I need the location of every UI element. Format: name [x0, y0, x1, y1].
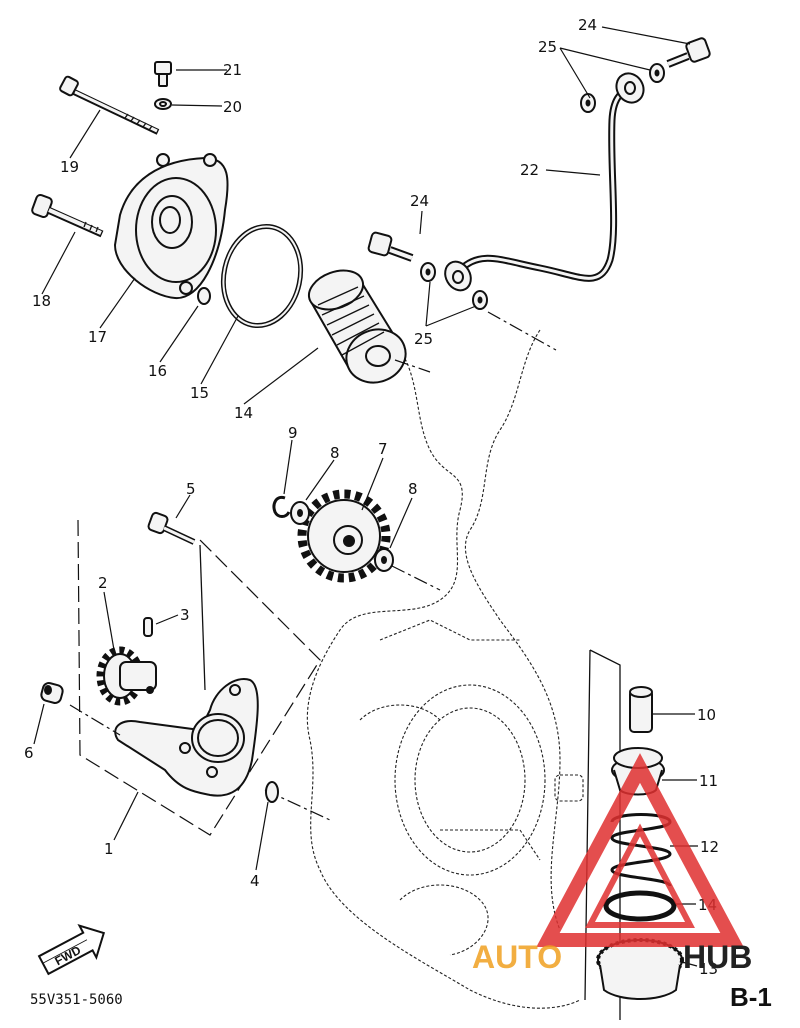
oil-filter-element	[307, 269, 431, 384]
callout-6: 6	[24, 744, 34, 762]
callout-5: 5	[186, 480, 196, 498]
bleed-bolt	[154, 61, 172, 87]
bolt-short	[31, 193, 104, 238]
relief-valve-pin	[629, 686, 653, 733]
circlip	[272, 495, 291, 518]
callout-1: 1	[104, 840, 114, 858]
watermark-text: AUTO HUB	[472, 939, 752, 975]
callout-2: 2	[98, 574, 108, 592]
pump-o-ring	[265, 781, 279, 803]
callout-23: 22	[520, 161, 539, 179]
callout-8: 8	[330, 444, 340, 462]
oil-delivery-pipe	[444, 72, 645, 292]
pump-bushing	[40, 682, 64, 704]
watermark-part1: AUTO	[472, 939, 562, 975]
relief-valve-plug	[596, 938, 684, 1000]
o-ring-large	[220, 223, 304, 329]
union-bolt-lower	[367, 231, 414, 262]
watermark-part2: HUB	[683, 939, 752, 975]
callout-labels: 24 25 22 24 25 21 20 19 18 17 16 15 14 9…	[24, 16, 719, 978]
callout-20: 19	[60, 158, 79, 176]
oil-pump-body	[114, 678, 259, 797]
callout-12: 12	[700, 838, 719, 856]
leader-lines	[33, 26, 698, 967]
callout-15: 14	[234, 404, 253, 422]
crankcase-outline	[306, 329, 584, 1009]
oil-filter-cover	[113, 153, 229, 300]
gear-washer	[290, 501, 394, 572]
callout-24: 24	[578, 16, 597, 34]
pump-drive-gear	[297, 489, 391, 583]
callout-17: 16	[148, 362, 167, 380]
pump-screw	[147, 511, 196, 545]
callout-18: 17	[88, 328, 107, 346]
copper-washer	[420, 63, 665, 310]
oil-pump-assembly-frame	[77, 519, 321, 836]
page-reference: B-1	[730, 982, 772, 1012]
callout-25: 25	[414, 330, 433, 348]
callout-21: 20	[223, 98, 242, 116]
callout-10: 10	[697, 706, 716, 724]
callout-22: 21	[223, 61, 242, 79]
o-ring-small	[197, 287, 211, 305]
dowel-pin	[143, 617, 153, 637]
watermark-logo	[536, 753, 744, 947]
pump-impeller-gear	[96, 646, 157, 706]
diagram-code: 55V351-5060	[30, 992, 123, 1008]
callout-11: 11	[699, 772, 718, 790]
callout-16: 15	[190, 384, 209, 402]
callout-7: 7	[378, 440, 388, 458]
union-bolt-upper	[666, 37, 711, 68]
fwd-arrow-icon: FWD	[37, 923, 106, 976]
callout-24: 24	[410, 192, 429, 210]
callout-13: 13	[699, 960, 718, 978]
bolt-long	[59, 75, 160, 135]
bleed-washer	[154, 98, 172, 110]
callout-8: 8	[408, 480, 418, 498]
callout-19: 18	[32, 292, 51, 310]
plug-o-ring	[603, 890, 677, 922]
callout-9: 9	[288, 424, 298, 442]
callout-3: 3	[180, 606, 190, 624]
callout-25: 25	[538, 38, 557, 56]
callout-4: 4	[250, 872, 260, 890]
